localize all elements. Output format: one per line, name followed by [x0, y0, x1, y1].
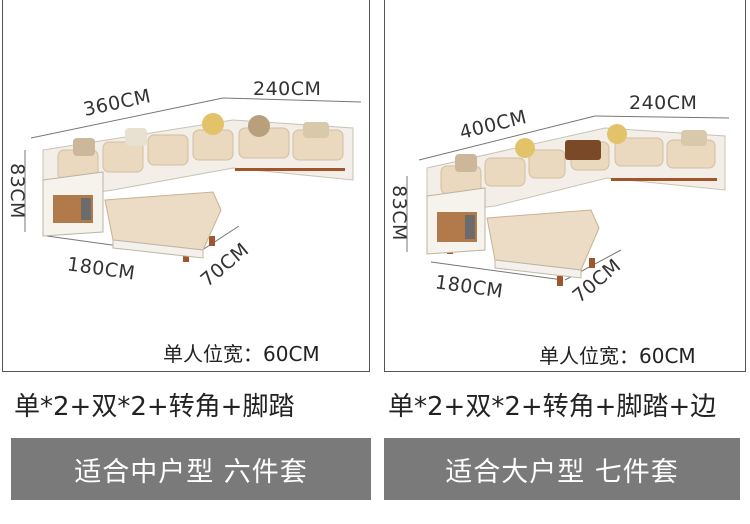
right-fit-banner: 适合大户型 七件套 [384, 438, 740, 500]
right-sofa-panel: 400CM 240CM 83CM 180CM 70CM 单人位宽：60CM [384, 0, 746, 372]
left-fit-banner: 适合中户型 六件套 [11, 438, 371, 500]
right-seat-width: 单人位宽：60CM [539, 344, 696, 368]
left-length-b-label: 240CM [253, 78, 322, 100]
left-height-label: 83CM [5, 163, 28, 219]
left-seat-width: 单人位宽：60CM [163, 342, 320, 366]
right-combo-text: 单*2+双*2+转角+脚踏+边 [388, 392, 717, 422]
right-length-b-label: 240CM [629, 92, 698, 114]
left-sofa-illustration [24, 97, 362, 262]
left-combo-text: 单*2+双*2+转角+脚踏 [14, 392, 295, 422]
right-sofa-illustration [406, 115, 730, 286]
right-height-label: 83CM [387, 185, 410, 241]
left-sofa-panel: 360CM 240CM 83CM 180CM 70CM 单人位宽：60CM [2, 0, 370, 372]
